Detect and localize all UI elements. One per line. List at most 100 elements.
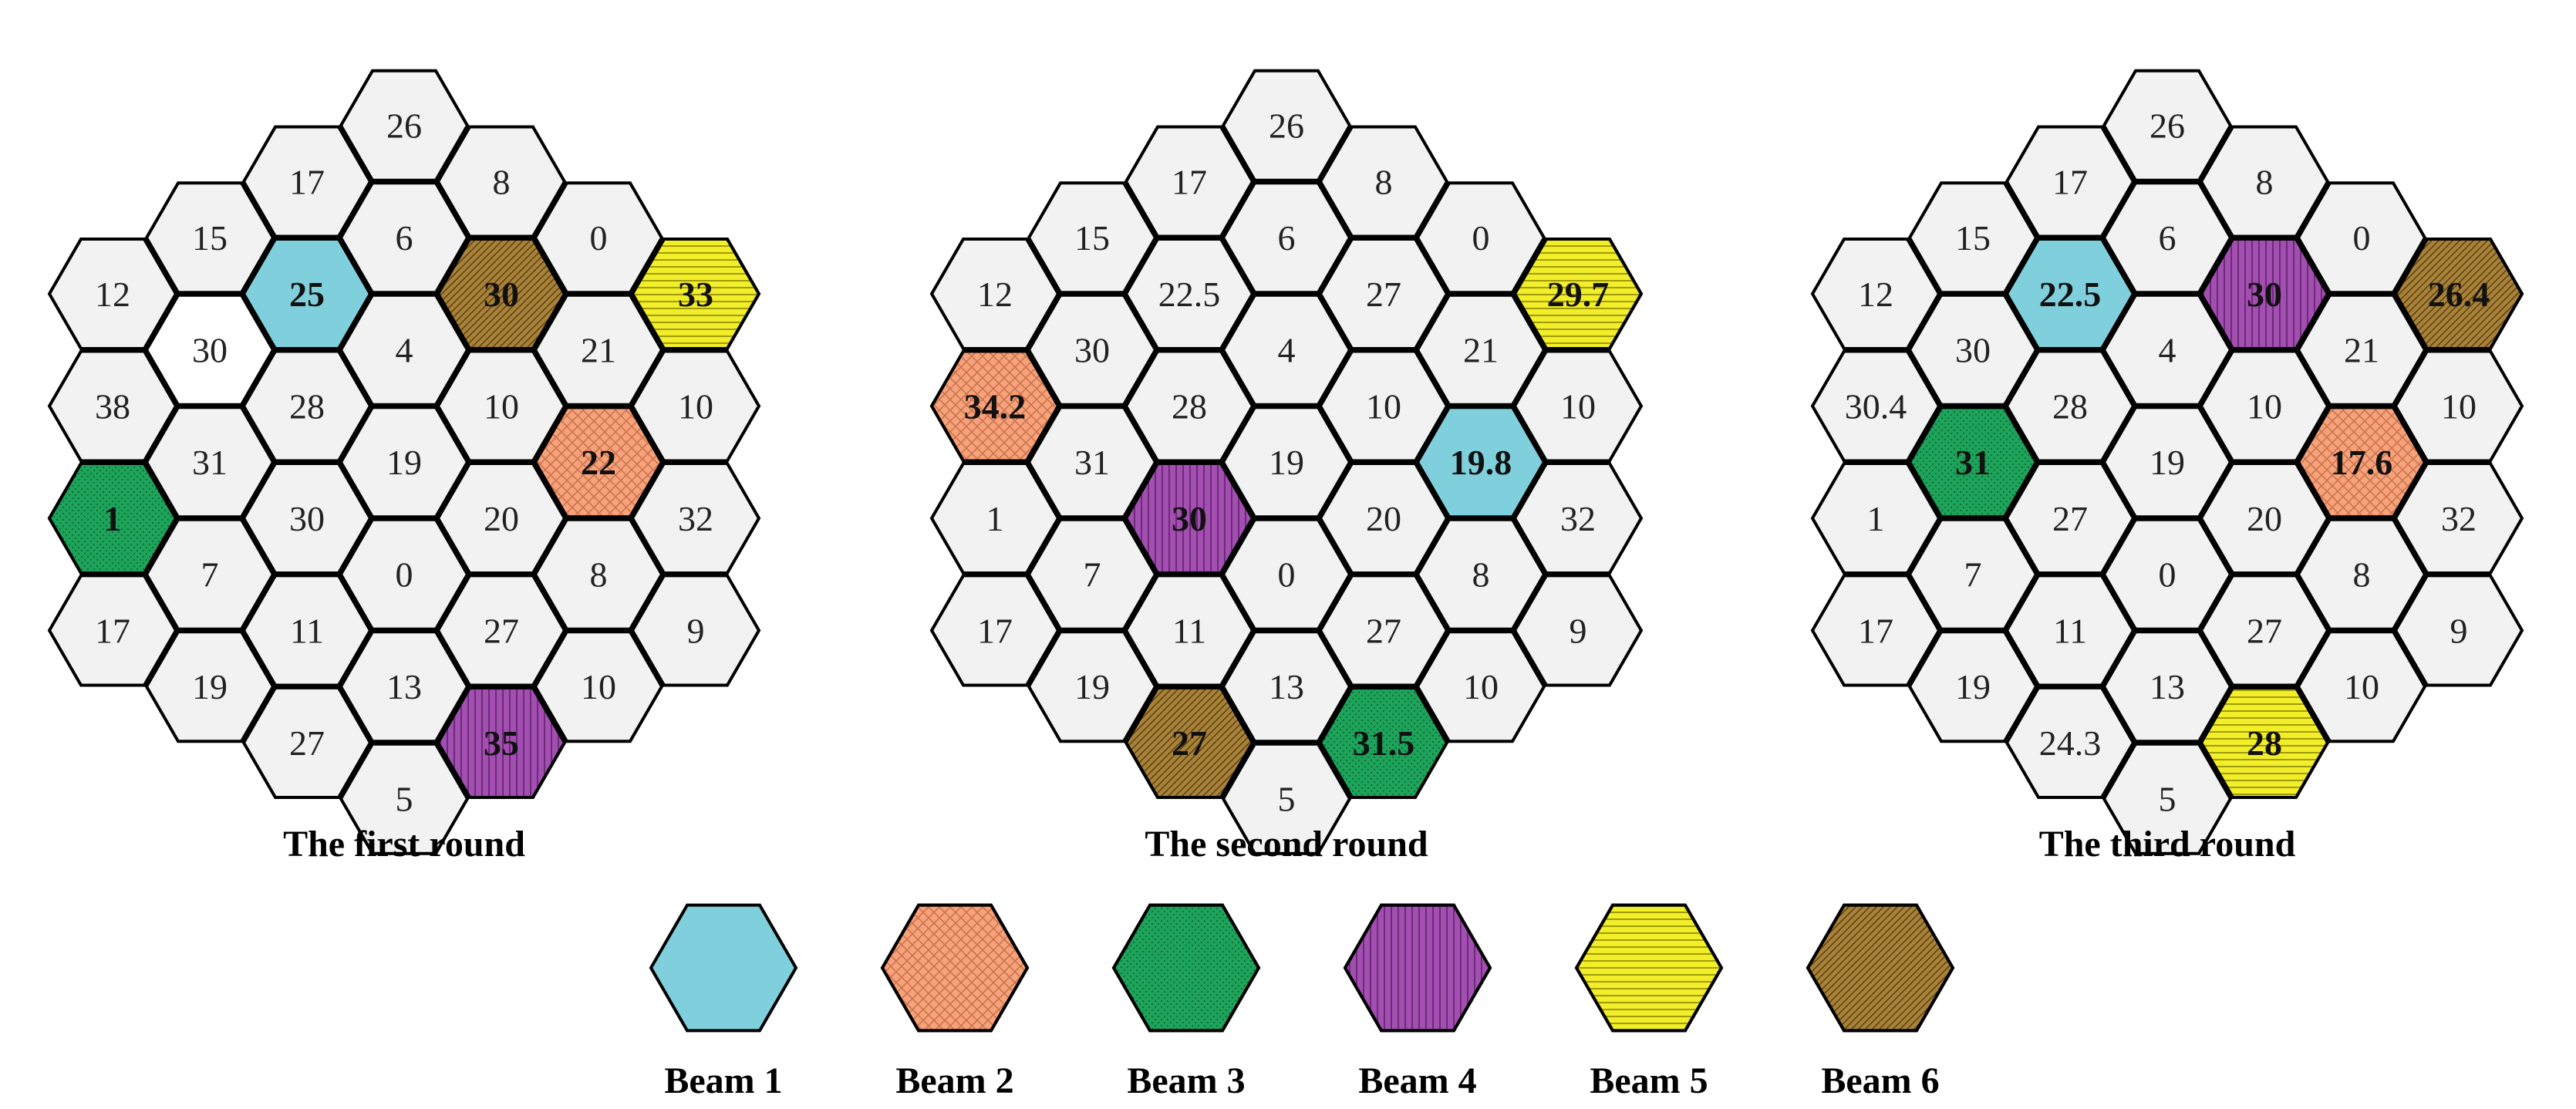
cell: 17 xyxy=(47,574,178,687)
hex-shape xyxy=(533,630,664,743)
cell: 21 xyxy=(2296,293,2427,406)
cell-value: 26 xyxy=(1269,106,1304,146)
cell-value: 30 xyxy=(2247,275,2282,314)
hex-shape xyxy=(1027,517,1158,631)
hex-shape xyxy=(1415,406,1546,519)
cell: 15 xyxy=(1027,181,1158,295)
hex-shape xyxy=(436,125,567,238)
cell-value: 6 xyxy=(2159,218,2176,258)
hex-shape xyxy=(339,293,470,406)
cell-value: 13 xyxy=(2149,667,2185,706)
legend-label: Beam 3 xyxy=(1127,1060,1245,1101)
cell-value: 6 xyxy=(1278,218,1296,258)
hex-shape xyxy=(339,406,470,519)
cell: 17 xyxy=(2004,125,2136,238)
hex-outline xyxy=(2393,238,2524,350)
hex-shape xyxy=(2004,686,2136,799)
cell-value: 33 xyxy=(678,275,713,314)
hex-shape xyxy=(2199,462,2330,575)
hex-outline xyxy=(1318,686,1449,799)
cell: 15 xyxy=(1907,181,2038,295)
legend-item-beam-2: Beam 2 xyxy=(880,903,1030,1101)
legend-label: Beam 5 xyxy=(1590,1060,1708,1101)
hex-pattern xyxy=(1910,407,2036,517)
cell: 19 xyxy=(1221,406,1352,519)
hex-shape xyxy=(1221,181,1352,295)
hex-shape xyxy=(1221,293,1352,406)
cell-value: 19.8 xyxy=(1450,443,1512,482)
cell-beam-6: 27 xyxy=(1124,686,1255,799)
cell-value: 30 xyxy=(289,499,325,538)
cell: 0 xyxy=(1415,181,1546,295)
hex-pattern xyxy=(932,351,1058,461)
hex-outline xyxy=(1512,238,1644,350)
cell-value: 19 xyxy=(1074,667,1110,706)
legend-swatch-pattern xyxy=(1808,905,1953,1031)
hex-shape xyxy=(2102,517,2233,631)
cell: 4 xyxy=(2102,293,2233,406)
hex-shape xyxy=(2102,742,2233,855)
hex-shape xyxy=(2296,517,2427,631)
cell-value: 13 xyxy=(1269,667,1304,706)
cell-value: 27 xyxy=(1366,611,1401,650)
hex-outline xyxy=(1907,406,2038,519)
cell: 19 xyxy=(144,630,275,743)
cell-value: 30 xyxy=(1955,331,1991,370)
cell: 21 xyxy=(1415,293,1546,406)
hex-shape xyxy=(1124,238,1255,350)
hex-shape xyxy=(1907,630,2038,743)
cell: 27 xyxy=(1318,238,1449,350)
hex-pattern xyxy=(438,687,565,797)
cell-value: 15 xyxy=(1955,218,1991,258)
hex-shape xyxy=(2296,630,2427,743)
hex-shape xyxy=(339,517,470,631)
hex-outline xyxy=(2296,406,2427,519)
hex-shape xyxy=(1810,462,1941,575)
hex-shape xyxy=(630,349,761,463)
cell-value: 4 xyxy=(2159,331,2176,370)
legend-swatch-pattern xyxy=(1576,905,1721,1031)
cell-value: 19 xyxy=(192,667,228,706)
cell: 17 xyxy=(241,125,373,238)
hex-shape xyxy=(339,69,470,182)
cell-value: 32 xyxy=(2441,499,2477,538)
hex-shape xyxy=(1221,69,1352,182)
cell-beam-4: 30 xyxy=(1124,462,1255,575)
hex-shape xyxy=(2199,349,2330,463)
cell-value: 34.2 xyxy=(964,386,1027,426)
legend-swatch-pattern xyxy=(882,905,1027,1031)
cell-value: 29.7 xyxy=(1547,275,1610,314)
cell-value: 10 xyxy=(1366,386,1401,426)
cell-value: 8 xyxy=(2256,162,2274,201)
cell-value: 17 xyxy=(1858,611,1893,650)
cell-value: 28 xyxy=(2052,386,2088,426)
legend-swatch-pattern xyxy=(1345,905,1490,1031)
hex-shape xyxy=(1221,406,1352,519)
cell-value: 27 xyxy=(2247,611,2282,650)
cell: 8 xyxy=(2199,125,2330,238)
hex-shape xyxy=(1318,462,1449,575)
cell: 17 xyxy=(1124,125,1255,238)
cell: 28 xyxy=(241,349,373,463)
cell: 26 xyxy=(2102,69,2233,182)
legend-swatch-outline xyxy=(1574,903,1724,1033)
cell-value: 17.6 xyxy=(2331,443,2393,482)
cell: 32 xyxy=(630,462,761,575)
hex-pattern xyxy=(1515,239,1641,349)
cell-value: 30 xyxy=(1074,331,1110,370)
cell-value: 20 xyxy=(2247,499,2282,538)
cell-value: 31 xyxy=(1955,443,1991,482)
cell: 22.5 xyxy=(1124,238,1255,350)
cell: 10 xyxy=(630,349,761,463)
hex-outline xyxy=(2199,238,2330,350)
hex-shape xyxy=(1124,574,1255,687)
hex-shape xyxy=(1907,517,2038,631)
cell-value: 21 xyxy=(2344,331,2379,370)
cell-value: 26 xyxy=(386,106,422,146)
cell: 26 xyxy=(1221,69,1352,182)
cell-value: 28 xyxy=(2247,723,2282,763)
cell-beam-5: 28 xyxy=(2199,686,2330,799)
cell: 10 xyxy=(2296,630,2427,743)
